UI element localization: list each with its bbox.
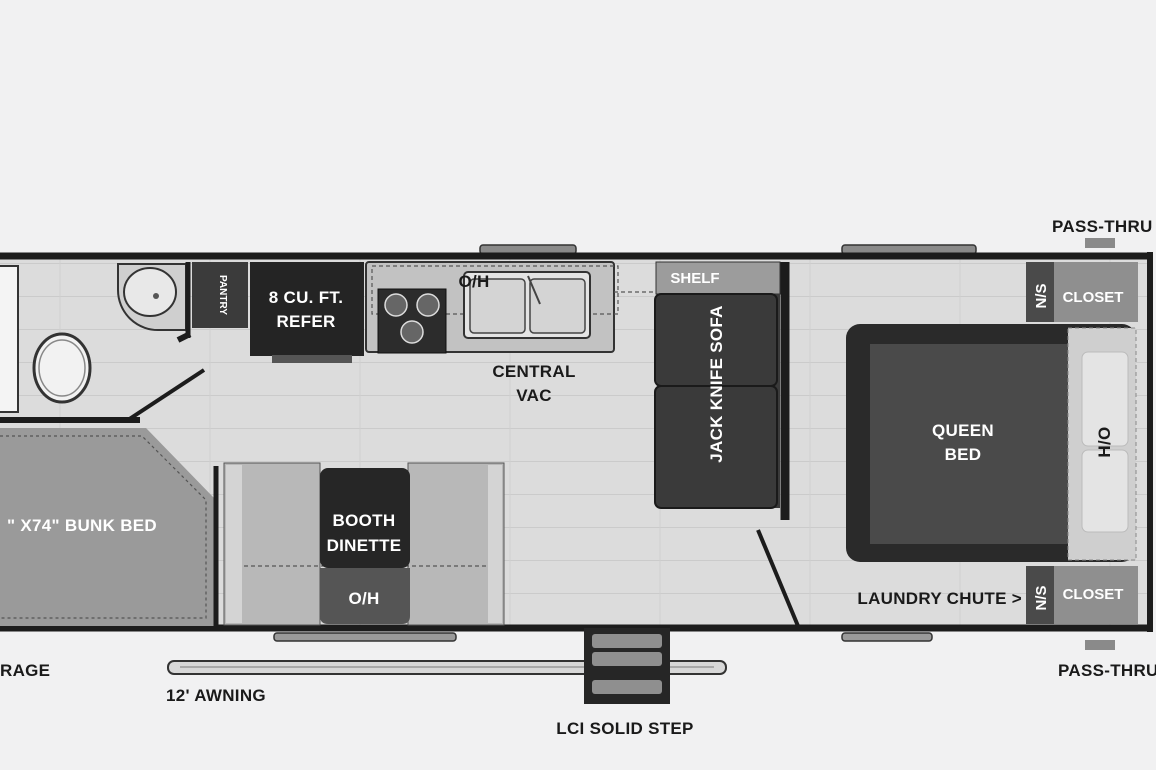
bunk-bed xyxy=(0,428,214,626)
ho-label: H/O xyxy=(1095,426,1114,457)
closet-top xyxy=(1054,262,1138,322)
window-bottom-1 xyxy=(273,632,457,642)
window-bottom-2 xyxy=(841,632,933,642)
vanity-corner xyxy=(176,331,192,343)
refer-line1: 8 CU. FT. xyxy=(269,288,344,307)
closet-bottom-label: CLOSET xyxy=(1063,586,1124,603)
sink-bowl-left xyxy=(469,278,526,334)
ns-bottom-label: N/S xyxy=(1033,585,1050,610)
storage-label: RAGE xyxy=(0,661,50,680)
pass-thru-top-label: PASS-THRU xyxy=(1052,217,1153,236)
dinette-table-overhead xyxy=(320,568,410,624)
nightstand-bottom xyxy=(1026,566,1054,624)
bunk-bed-label: " X74" BUNK BED xyxy=(7,516,157,535)
pass-thru-arrow-top xyxy=(1085,238,1115,248)
closet-top-label: CLOSET xyxy=(1063,289,1124,306)
shelf-label: SHELF xyxy=(670,270,719,287)
bed-mattress xyxy=(870,344,1068,544)
step-tread-2 xyxy=(592,652,662,666)
nightstand-top xyxy=(1026,262,1054,322)
central-vac-line1: CENTRAL xyxy=(492,362,575,381)
dinette-oh-label: O/H xyxy=(348,589,379,608)
bedroom-door xyxy=(756,529,800,627)
pass-thru-arrow-bottom xyxy=(1085,640,1115,650)
pillow-2 xyxy=(1081,449,1129,533)
sink-bowl xyxy=(123,267,177,317)
pillow-1 xyxy=(1081,351,1129,447)
dinette-backrest-left xyxy=(226,465,242,623)
laundry-chute-label: LAUNDRY CHUTE > xyxy=(857,589,1022,608)
booth-dinette-line2: DINETTE xyxy=(327,536,402,555)
lci-step-label: LCI SOLID STEP xyxy=(556,719,693,738)
faucet-icon-kitchen xyxy=(527,275,541,305)
sink-bowl-right xyxy=(529,278,586,334)
refrigerator xyxy=(250,262,364,356)
queen-bed-line2: BED xyxy=(945,445,982,464)
shower xyxy=(0,265,19,413)
closet-bottom xyxy=(1054,566,1138,624)
toilet-seat xyxy=(38,339,86,397)
faucet-icon xyxy=(153,293,159,299)
pass-thru-bottom-label: PASS-THRU xyxy=(1058,661,1156,680)
dinette-table xyxy=(320,468,410,568)
queen-bed-line1: QUEEN xyxy=(932,421,994,440)
step-tread-3 xyxy=(592,680,662,694)
burner-icon-3 xyxy=(400,320,424,344)
refer-line2: REFER xyxy=(276,312,335,331)
pantry-label: PANTRY xyxy=(217,275,228,315)
refrigerator-base xyxy=(272,355,352,363)
sofa-cushion-2 xyxy=(654,385,778,509)
central-vac-line2: VAC xyxy=(516,386,552,405)
shelf xyxy=(655,261,781,295)
toilet xyxy=(32,332,92,404)
burner-icon-2 xyxy=(416,293,440,317)
pantry xyxy=(192,262,248,328)
step-tread-1 xyxy=(592,634,662,648)
booth-dinette-line1: BOOTH xyxy=(333,511,396,530)
kitchen-oh-label: O/H xyxy=(458,272,489,291)
awning-label: 12' AWNING xyxy=(166,686,266,705)
ns-top-label: N/S xyxy=(1033,283,1050,308)
burner-icon-1 xyxy=(384,293,408,317)
bathroom-door xyxy=(126,368,206,422)
jack-knife-sofa-label: JACK KNIFE SOFA xyxy=(707,305,726,463)
dinette-backrest-right xyxy=(488,465,502,623)
